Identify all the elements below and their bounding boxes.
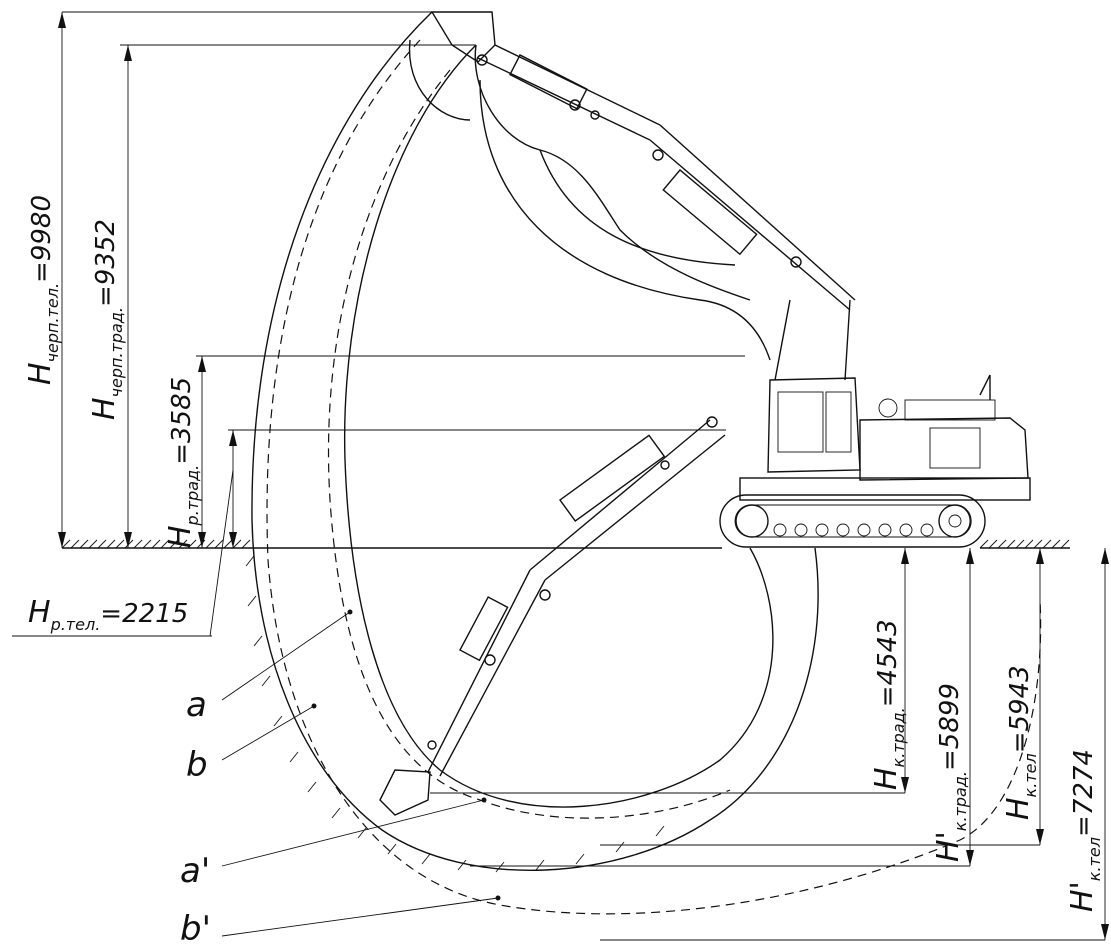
boom-lower-position <box>379 416 726 816</box>
curve-label-b: b <box>186 745 208 785</box>
curve-b-prime <box>266 39 1042 915</box>
curve-leaders <box>221 609 501 937</box>
curve-label-b-prime: b' <box>180 909 211 946</box>
svg-text:Hчерп.тел.=9980: Hчерп.тел.=9980 <box>23 195 62 385</box>
boom-upper-position <box>430 11 856 381</box>
svg-text:H'к.тел=7274: H'к.тел=7274 <box>1065 749 1104 912</box>
label-h-r-trad: Hр.трад.=3585 <box>163 377 202 548</box>
svg-text:H'к.трад.=5899: H'к.трад.=5899 <box>931 683 970 862</box>
label-h-k-trad: Hк.трад.=4543 <box>869 619 908 790</box>
svg-text:Hчерп.трад.=9352: Hчерп.трад.=9352 <box>87 219 126 420</box>
curve-a <box>343 44 774 808</box>
envelope-curves <box>251 11 1042 915</box>
svg-text:Hр.трад.=3585: Hр.трад.=3585 <box>163 377 202 548</box>
curve-label-a: a <box>186 685 207 725</box>
label-h-k-tel-prime: H'к.тел=7274 <box>1065 749 1104 912</box>
label-h-cherp-trad: Hчерп.трад.=9352 <box>87 219 126 420</box>
label-h-r-tel: Hр.тел.=2215 <box>28 595 188 634</box>
svg-text:Hк.тел=5943: Hк.тел=5943 <box>1001 665 1040 820</box>
curve-a-prime <box>327 69 731 819</box>
ground-line <box>61 539 1070 873</box>
label-h-cherp-tel: Hчерп.тел.=9980 <box>23 195 62 385</box>
excavator-body <box>719 374 1031 548</box>
label-h-k-tel: Hк.тел=5943 <box>1001 665 1040 820</box>
label-h-k-trad-prime: H'к.трад.=5899 <box>931 683 970 862</box>
dimension-lines <box>12 11 1109 941</box>
curve-label-a-prime: a' <box>180 851 210 891</box>
svg-text:Hк.трад.=4543: Hк.трад.=4543 <box>869 619 908 790</box>
curve-b <box>251 11 819 871</box>
